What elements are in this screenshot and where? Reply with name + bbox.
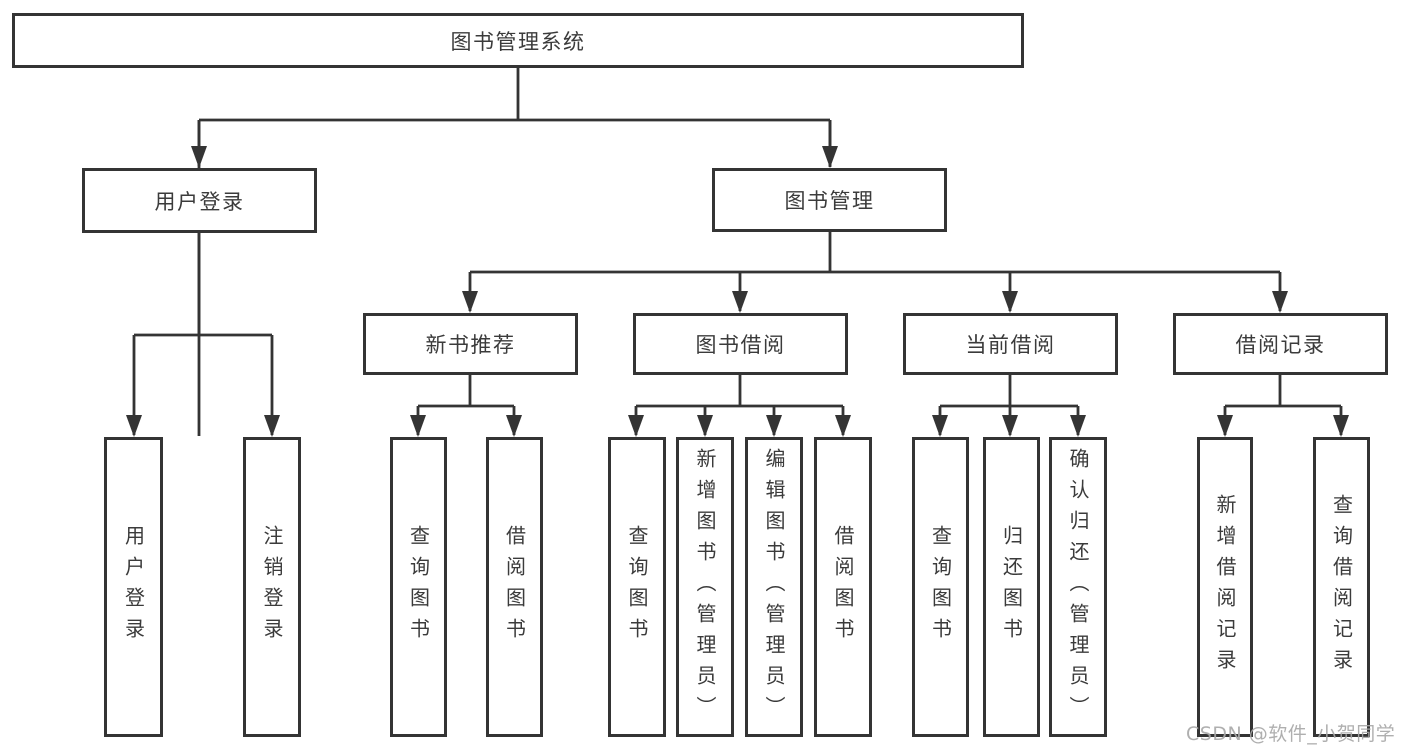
leaf-label: 新增借阅记录	[1213, 494, 1237, 680]
leaf-label: 确认归还（管理员）	[1066, 447, 1090, 727]
leaf-return-books: 归还图书	[983, 437, 1040, 737]
node-new-book-recommend-label: 新书推荐	[425, 333, 516, 357]
node-user-login: 用户登录	[82, 168, 317, 233]
leaf-query-books-borrow: 查询图书	[608, 437, 666, 737]
leaf-label: 注销登录	[260, 525, 284, 649]
leaf-logout: 注销登录	[243, 437, 301, 737]
leaf-user-login: 用户登录	[104, 437, 163, 737]
leaf-query-borrow-record: 查询借阅记录	[1313, 437, 1370, 737]
leaf-label: 查询图书	[406, 525, 431, 649]
leaf-add-books-admin: 新增图书（管理员）	[676, 437, 734, 737]
leaf-query-books-recommend: 查询图书	[390, 437, 447, 737]
csdn-watermark: CSDN @软件_小贺同学	[1186, 723, 1396, 745]
node-book-management: 图书管理	[712, 168, 947, 232]
leaf-borrow-books-recommend: 借阅图书	[486, 437, 543, 737]
leaf-label: 新增图书（管理员）	[693, 447, 717, 727]
leaf-borrow-books: 借阅图书	[814, 437, 872, 737]
node-root-label: 图书管理系统	[450, 29, 586, 54]
leaf-label: 借阅图书	[502, 525, 527, 649]
leaf-confirm-return-admin: 确认归还（管理员）	[1049, 437, 1107, 737]
node-borrow-records-label: 借阅记录	[1235, 333, 1326, 357]
node-current-borrow: 当前借阅	[903, 313, 1118, 375]
leaf-label: 归还图书	[999, 525, 1024, 649]
node-new-book-recommend: 新书推荐	[363, 313, 578, 375]
leaf-add-borrow-record: 新增借阅记录	[1197, 437, 1253, 737]
arrowheads	[126, 146, 1349, 437]
leaf-label: 查询图书	[928, 525, 953, 649]
node-book-management-label: 图书管理	[784, 189, 875, 213]
node-borrow-records: 借阅记录	[1173, 313, 1388, 375]
node-current-borrow-label: 当前借阅	[965, 333, 1056, 357]
leaf-label: 查询借阅记录	[1329, 494, 1354, 680]
leaf-edit-books-admin: 编辑图书（管理员）	[745, 437, 803, 737]
node-user-login-label: 用户登录	[154, 189, 245, 214]
node-book-borrow: 图书借阅	[633, 313, 848, 375]
leaf-label: 编辑图书（管理员）	[762, 447, 786, 727]
leaf-query-books-current: 查询图书	[912, 437, 969, 737]
leaf-label: 查询图书	[625, 525, 649, 649]
node-book-borrow-label: 图书借阅	[695, 333, 786, 357]
leaf-label: 用户登录	[121, 525, 146, 649]
node-root: 图书管理系统	[12, 13, 1024, 68]
leaf-label: 借阅图书	[831, 525, 855, 649]
